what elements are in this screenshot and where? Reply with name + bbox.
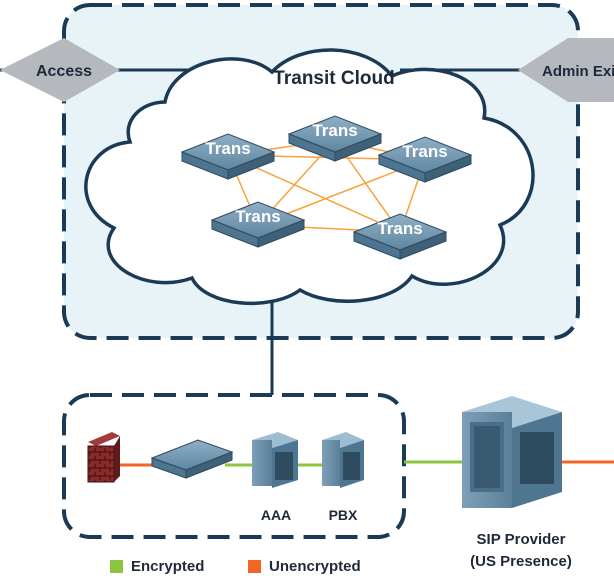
trans-node: Trans (180, 133, 276, 180)
pbx-label: PBX (329, 507, 358, 523)
access-node: Access (0, 38, 120, 102)
trans-node: Trans (210, 201, 306, 248)
trans-node-front (399, 231, 447, 260)
trans-node-label: Trans (235, 207, 280, 226)
trans-node-front (424, 154, 472, 183)
legend-unencrypted-label: Unencrypted (269, 557, 361, 575)
trans-node: Trans (377, 136, 473, 183)
pbx-server-icon (322, 432, 364, 488)
aaa-server-icon (252, 432, 298, 488)
trans-node-front (227, 151, 275, 180)
admin-exit-node: Admin Exit (518, 38, 614, 102)
access-diamond (0, 38, 120, 102)
trans-node-label: Trans (377, 219, 422, 238)
transit-cloud-label: Transit Cloud (273, 68, 394, 89)
trans-node-label: Trans (312, 121, 357, 140)
site-router-icon (150, 439, 234, 479)
admin-exit-label: Admin Exit (542, 63, 614, 80)
trans-node-label: Trans (402, 142, 447, 161)
admin-exit-diamond (518, 38, 614, 102)
trans-node-label: Trans (205, 139, 250, 158)
trans-node: Trans (352, 213, 448, 260)
sip-provider-label-line2: (US Presence) (470, 553, 572, 570)
firewall-icon (87, 432, 120, 483)
unencrypted-swatch (248, 559, 261, 573)
trans-node-front (334, 133, 382, 162)
trans-node-front (257, 219, 305, 248)
legend-encrypted-label: Encrypted (131, 557, 205, 575)
legend-unencrypted: Unencrypted (248, 556, 361, 576)
trans-node: Trans (287, 115, 383, 162)
aaa-label: AAA (261, 507, 291, 523)
sip-provider-server-icon (462, 396, 562, 508)
sip-provider-label-line1: SIP Provider (477, 531, 566, 548)
legend-encrypted: Encrypted (110, 556, 204, 576)
access-label: Access (36, 63, 92, 80)
encrypted-swatch (110, 559, 123, 573)
